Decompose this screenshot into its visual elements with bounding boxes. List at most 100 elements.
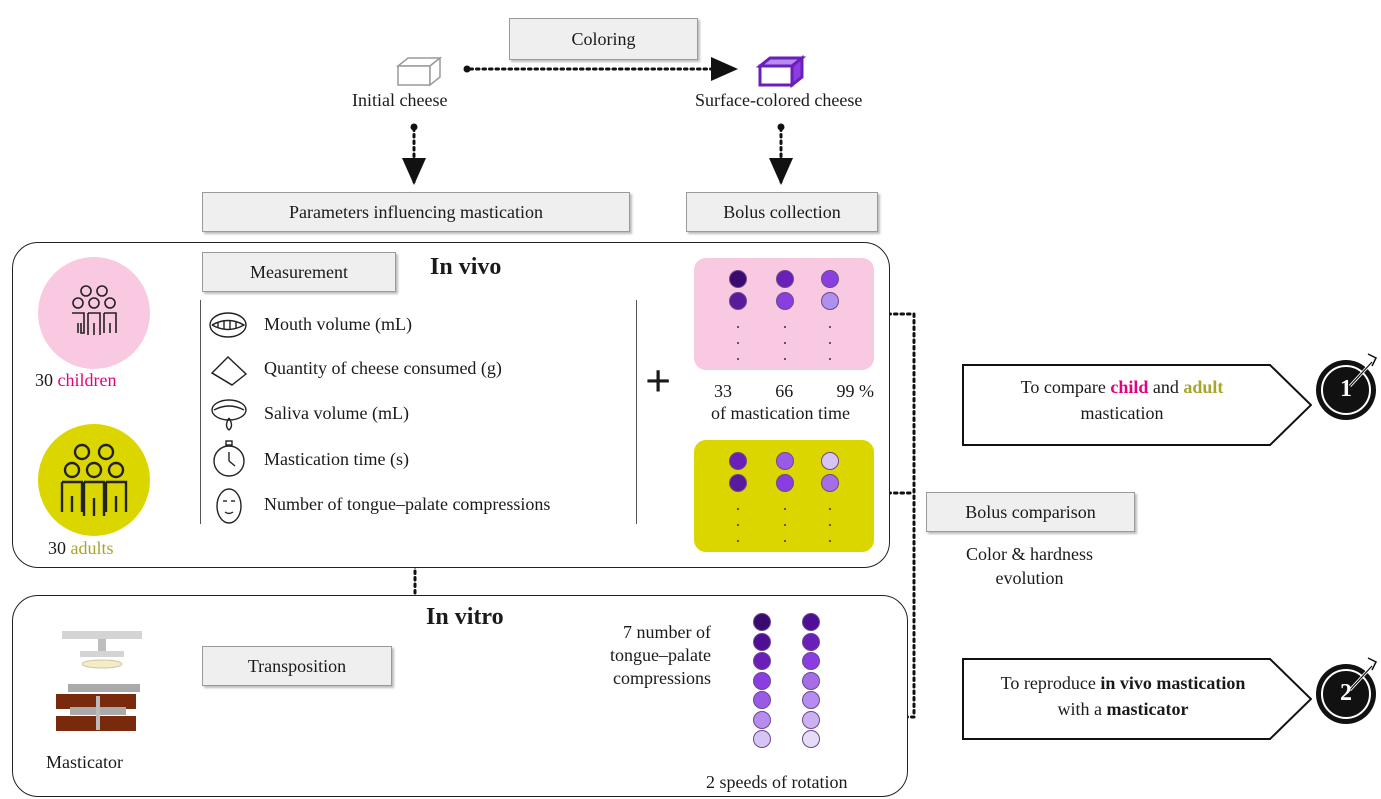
goal1-prefix: To compare	[1020, 377, 1111, 397]
ellipsis-dot	[737, 358, 739, 360]
ellipsis-dot	[784, 326, 786, 328]
in-vitro-dot-speed2	[802, 730, 820, 748]
evolution-line2: evolution	[995, 568, 1064, 588]
ellipsis-dot	[737, 508, 739, 510]
goal2-text: To reproduce in vivo mastication with a …	[962, 670, 1284, 722]
children-group-icon	[72, 285, 117, 335]
goal2-prefix: To reproduce	[1000, 673, 1101, 693]
adults-dots-dot	[776, 474, 794, 492]
goal1-number: 1	[1340, 376, 1352, 402]
goal1-line2: mastication	[1080, 403, 1164, 423]
plus-sign: +	[645, 355, 672, 406]
bolus-collection-box: Bolus collection	[686, 192, 878, 232]
children-count: 30	[35, 370, 53, 390]
time-points: 33 66 99 %	[714, 381, 874, 402]
in-vitro-dot-speed2	[802, 652, 820, 670]
ellipsis-dot	[829, 540, 831, 542]
measurement-cheese-consumed: Quantity of cheese consumed (g)	[264, 358, 502, 378]
compressions-line2: tongue–palate	[610, 645, 711, 665]
masticator-label: Masticator	[46, 752, 123, 772]
goal1-adult: adult	[1183, 377, 1224, 397]
goal2-target-badge: 2	[1310, 650, 1381, 740]
evolution-caption: Color & hardness evolution	[926, 542, 1133, 590]
coloring-label: Coloring	[571, 28, 636, 49]
in-vitro-dot-speed1	[753, 710, 771, 729]
measurement-mastication-time: Mastication time (s)	[264, 449, 409, 469]
bolus-collection-label: Bolus collection	[723, 201, 841, 222]
ellipsis-dot	[784, 342, 786, 344]
ellipsis-dot	[829, 524, 831, 526]
time-point-66: 66	[775, 381, 794, 401]
ellipsis-dot	[829, 326, 831, 328]
measurement-divider-left	[200, 300, 201, 524]
children-dots-dot	[821, 292, 839, 310]
in-vitro-dot-speed2	[802, 671, 820, 690]
compressions-caption: 7 number of tongue–palate compressions	[610, 621, 711, 690]
children-circle	[38, 257, 150, 369]
in-vitro-dot-speed1	[753, 691, 771, 709]
goal2-bold2: masticator	[1106, 699, 1189, 719]
in-vitro-dot-speed1	[753, 730, 771, 748]
adults-circle	[38, 424, 150, 536]
coloring-box: Coloring	[509, 18, 698, 60]
time-point-99: 99 %	[836, 381, 875, 401]
goal1-banner-shape	[962, 364, 1312, 446]
ellipsis-dot	[737, 342, 739, 344]
ellipsis-dot	[829, 358, 831, 360]
time-caption: of mastication time	[711, 403, 850, 423]
children-dots-dot	[729, 292, 747, 310]
transposition-box: Transposition	[202, 646, 392, 686]
surface-colored-cheese-label: Surface-colored cheese	[695, 90, 863, 110]
goal1-banner: To compare child and adult mastication	[962, 364, 1312, 446]
initial-cheese-label: Initial cheese	[352, 90, 448, 110]
in-vitro-dot-speed1	[753, 652, 771, 670]
transposition-label: Transposition	[247, 655, 347, 676]
target-arrow-icon	[1316, 657, 1378, 724]
in-vitro-dot-speed2	[802, 632, 820, 651]
ellipsis-dot	[829, 342, 831, 344]
goal1-and: and	[1148, 377, 1184, 397]
goal1-target-badge: 1	[1310, 346, 1381, 436]
ellipsis-dot	[784, 508, 786, 510]
in-vitro-dot-speed1	[753, 613, 771, 631]
measurement-box: Measurement	[202, 252, 396, 292]
goal2-banner-shape	[962, 658, 1312, 740]
in-vitro-dot-speed2	[802, 613, 820, 631]
adults-dots-dot	[821, 452, 839, 470]
adults-group-icon	[60, 443, 128, 516]
parameters-box: Parameters influencing mastication	[202, 192, 630, 232]
in-vivo-title: In vivo	[430, 254, 502, 280]
ellipsis-dot	[784, 524, 786, 526]
children-label: 30 children	[35, 370, 116, 391]
goal1-text: To compare child and adult mastication	[962, 374, 1282, 426]
ellipsis-dot	[737, 326, 739, 328]
ellipsis-dot	[737, 524, 739, 526]
measurement-label: Measurement	[250, 261, 348, 282]
adults-dots-dot	[776, 452, 794, 470]
in-vitro-dot-speed2	[802, 691, 820, 709]
children-dots-dot	[729, 270, 747, 288]
adults-dots-dot	[729, 452, 747, 470]
children-dots-dot	[776, 292, 794, 310]
goal1-child: child	[1110, 377, 1149, 397]
goal2-banner: To reproduce in vivo mastication with a …	[962, 658, 1312, 740]
goal2-bold1: in vivo mastication	[1100, 673, 1246, 693]
measurement-tongue-palate: Number of tongue–palate compressions	[264, 494, 551, 514]
ellipsis-dot	[829, 508, 831, 510]
adults-dots-dot	[821, 474, 839, 492]
children-dots-dot	[776, 270, 794, 288]
compressions-line1: 7 number of	[622, 622, 711, 642]
parameters-label: Parameters influencing mastication	[289, 201, 543, 222]
measurement-saliva-volume: Saliva volume (mL)	[264, 403, 409, 423]
goal2-with: with a	[1057, 699, 1107, 719]
adults-count: 30	[48, 538, 66, 558]
compressions-line3: compressions	[612, 668, 711, 688]
ellipsis-dot	[784, 540, 786, 542]
measurement-mouth-volume: Mouth volume (mL)	[264, 314, 412, 334]
adults-word: adults	[70, 538, 114, 558]
children-word: children	[57, 370, 117, 390]
in-vitro-dot-speed1	[753, 671, 771, 690]
target-arrow-icon	[1316, 353, 1378, 420]
adults-label: 30 adults	[48, 538, 114, 559]
bolus-comparison-box: Bolus comparison	[926, 492, 1135, 532]
